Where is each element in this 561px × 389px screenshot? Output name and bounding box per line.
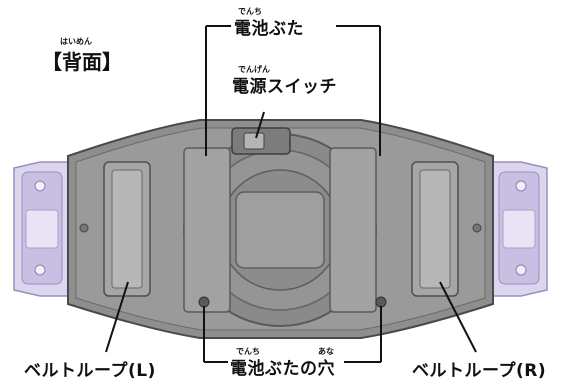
screw-hole-icon bbox=[79, 223, 89, 233]
battery-cover-label: 電池ぶた bbox=[234, 19, 304, 39]
battery-cover-ruby: でんち bbox=[238, 7, 262, 16]
battery-cover-holes-ruby-denchi: でんち bbox=[236, 347, 260, 356]
leader-lines bbox=[105, 25, 477, 363]
belt-loop-left bbox=[103, 161, 151, 297]
battery-cover-holes-label: 電池ぶたの穴 bbox=[230, 359, 335, 379]
battery-cover-holes bbox=[79, 223, 482, 308]
title-ruby: はいめん bbox=[60, 37, 92, 46]
screw-hole-icon bbox=[472, 223, 482, 233]
main-body bbox=[67, 119, 494, 339]
left-side-clip bbox=[13, 161, 71, 297]
battery-cover-holes-ruby-ana: あな bbox=[318, 347, 334, 356]
belt-loop-right-label: ベルトループ(R) bbox=[412, 361, 547, 381]
screw-hole-icon bbox=[375, 296, 387, 308]
power-switch[interactable] bbox=[231, 127, 291, 155]
screw-hole-icon bbox=[198, 296, 210, 308]
belt-loop-left-label: ベルトループ(L) bbox=[24, 361, 156, 381]
power-switch-ruby: でんげん bbox=[238, 65, 270, 74]
page-title: 【背面】 bbox=[42, 50, 122, 74]
right-side-clip bbox=[490, 161, 548, 297]
power-switch-label: 電源スイッチ bbox=[232, 77, 337, 97]
belt-loop-right bbox=[411, 161, 459, 297]
